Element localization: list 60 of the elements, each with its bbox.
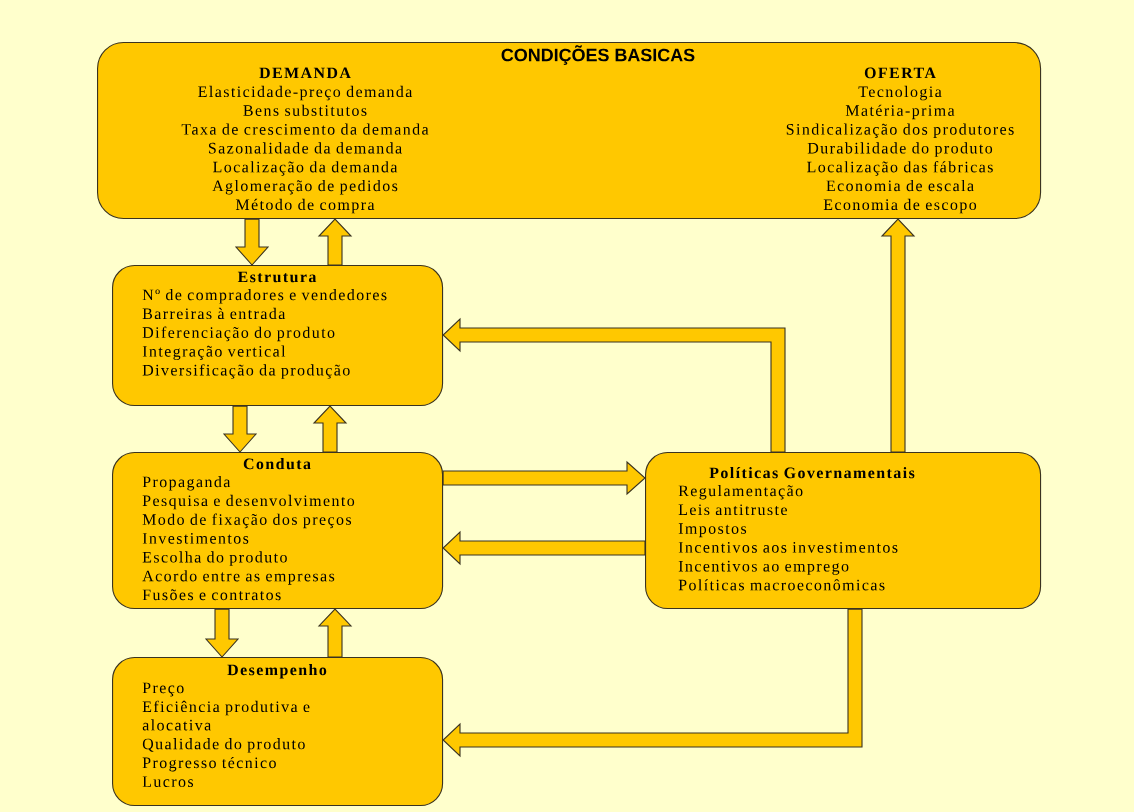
stage-box — [112, 265, 444, 407]
block-arrow — [317, 218, 353, 266]
list-item: Bens substitutos — [243, 104, 367, 116]
column-heading: OFERTA — [864, 67, 936, 79]
block-arrow — [234, 218, 270, 266]
column-heading: DEMANDA — [259, 67, 351, 79]
block-arrow — [442, 460, 646, 496]
block-arrow — [222, 405, 258, 453]
list-item: Economia de escopo — [823, 198, 977, 214]
list-item: Barreiras à entrada — [142, 307, 286, 320]
list-item: Progresso técnico — [142, 756, 276, 772]
list-item: Nº de compradores e vendedores — [142, 289, 387, 304]
list-item: Leis antitruste — [678, 504, 787, 516]
block-arrow — [312, 405, 348, 453]
list-item: Método de compra — [235, 198, 375, 214]
list-item: Sazonalidade da demanda — [208, 142, 402, 154]
stage-box — [112, 657, 444, 807]
list-item: Propaganda — [142, 476, 231, 491]
block-arrow — [442, 317, 786, 453]
list-item: Economia de escala — [826, 180, 974, 192]
list-item: Impostos — [678, 523, 747, 538]
list-item: Integração vertical — [142, 345, 286, 360]
block-arrow — [442, 608, 863, 758]
block-arrow — [204, 608, 240, 658]
list-item: Elasticidade-preço demanda — [198, 85, 413, 101]
list-item: Regulamentação — [678, 485, 803, 500]
list-item: Modo de fixação dos preços — [142, 513, 352, 529]
list-item: Diferenciação do produto — [142, 326, 335, 342]
list-item: Aglomeração de pedidos — [212, 180, 398, 195]
list-item: Diversificação da produção — [142, 364, 350, 379]
list-item: Taxa de crescimento da demanda — [181, 123, 429, 135]
list-item: Acordo entre as empresas — [142, 570, 335, 585]
list-item: Pesquisa e desenvolvimento — [142, 494, 355, 510]
list-item: Incentivos ao emprego — [678, 560, 849, 575]
list-item: Qualidade do produto — [142, 738, 305, 753]
list-item: Localização da demanda — [213, 161, 398, 176]
list-item: Eficiência produtiva e alocativa — [142, 700, 310, 731]
list-item: Sindicalização dos produtores — [786, 123, 1014, 138]
block-arrow — [317, 608, 353, 658]
list-item: Preço — [142, 682, 184, 697]
condition-box — [97, 42, 1042, 220]
list-item: Durabilidade do produto — [807, 142, 993, 157]
list-item: Incentivos aos investimentos — [678, 542, 898, 553]
stage-box — [645, 452, 1042, 610]
list-item: Fusões e contratos — [142, 589, 281, 601]
list-item: Políticas macroeconômicas — [678, 579, 885, 591]
list-item: Tecnologia — [858, 85, 942, 101]
list-item: Lucros — [142, 776, 194, 787]
block-arrow — [442, 530, 646, 566]
box-heading: Desempenho — [227, 664, 327, 679]
block-arrow — [880, 218, 916, 453]
list-item: Matéria-prima — [845, 104, 955, 120]
box-heading: Estrutura — [237, 271, 317, 283]
box-heading: Políticas Governamentais — [709, 467, 915, 479]
list-item: Escolha do produto — [142, 551, 287, 566]
stage-box — [112, 452, 444, 610]
box-heading: Conduta — [243, 458, 311, 470]
list-item: Investimentos — [142, 533, 249, 544]
box-title: CONDIÇÕES BASICAS — [501, 45, 695, 65]
list-item: Localização das fábricas — [807, 161, 993, 176]
